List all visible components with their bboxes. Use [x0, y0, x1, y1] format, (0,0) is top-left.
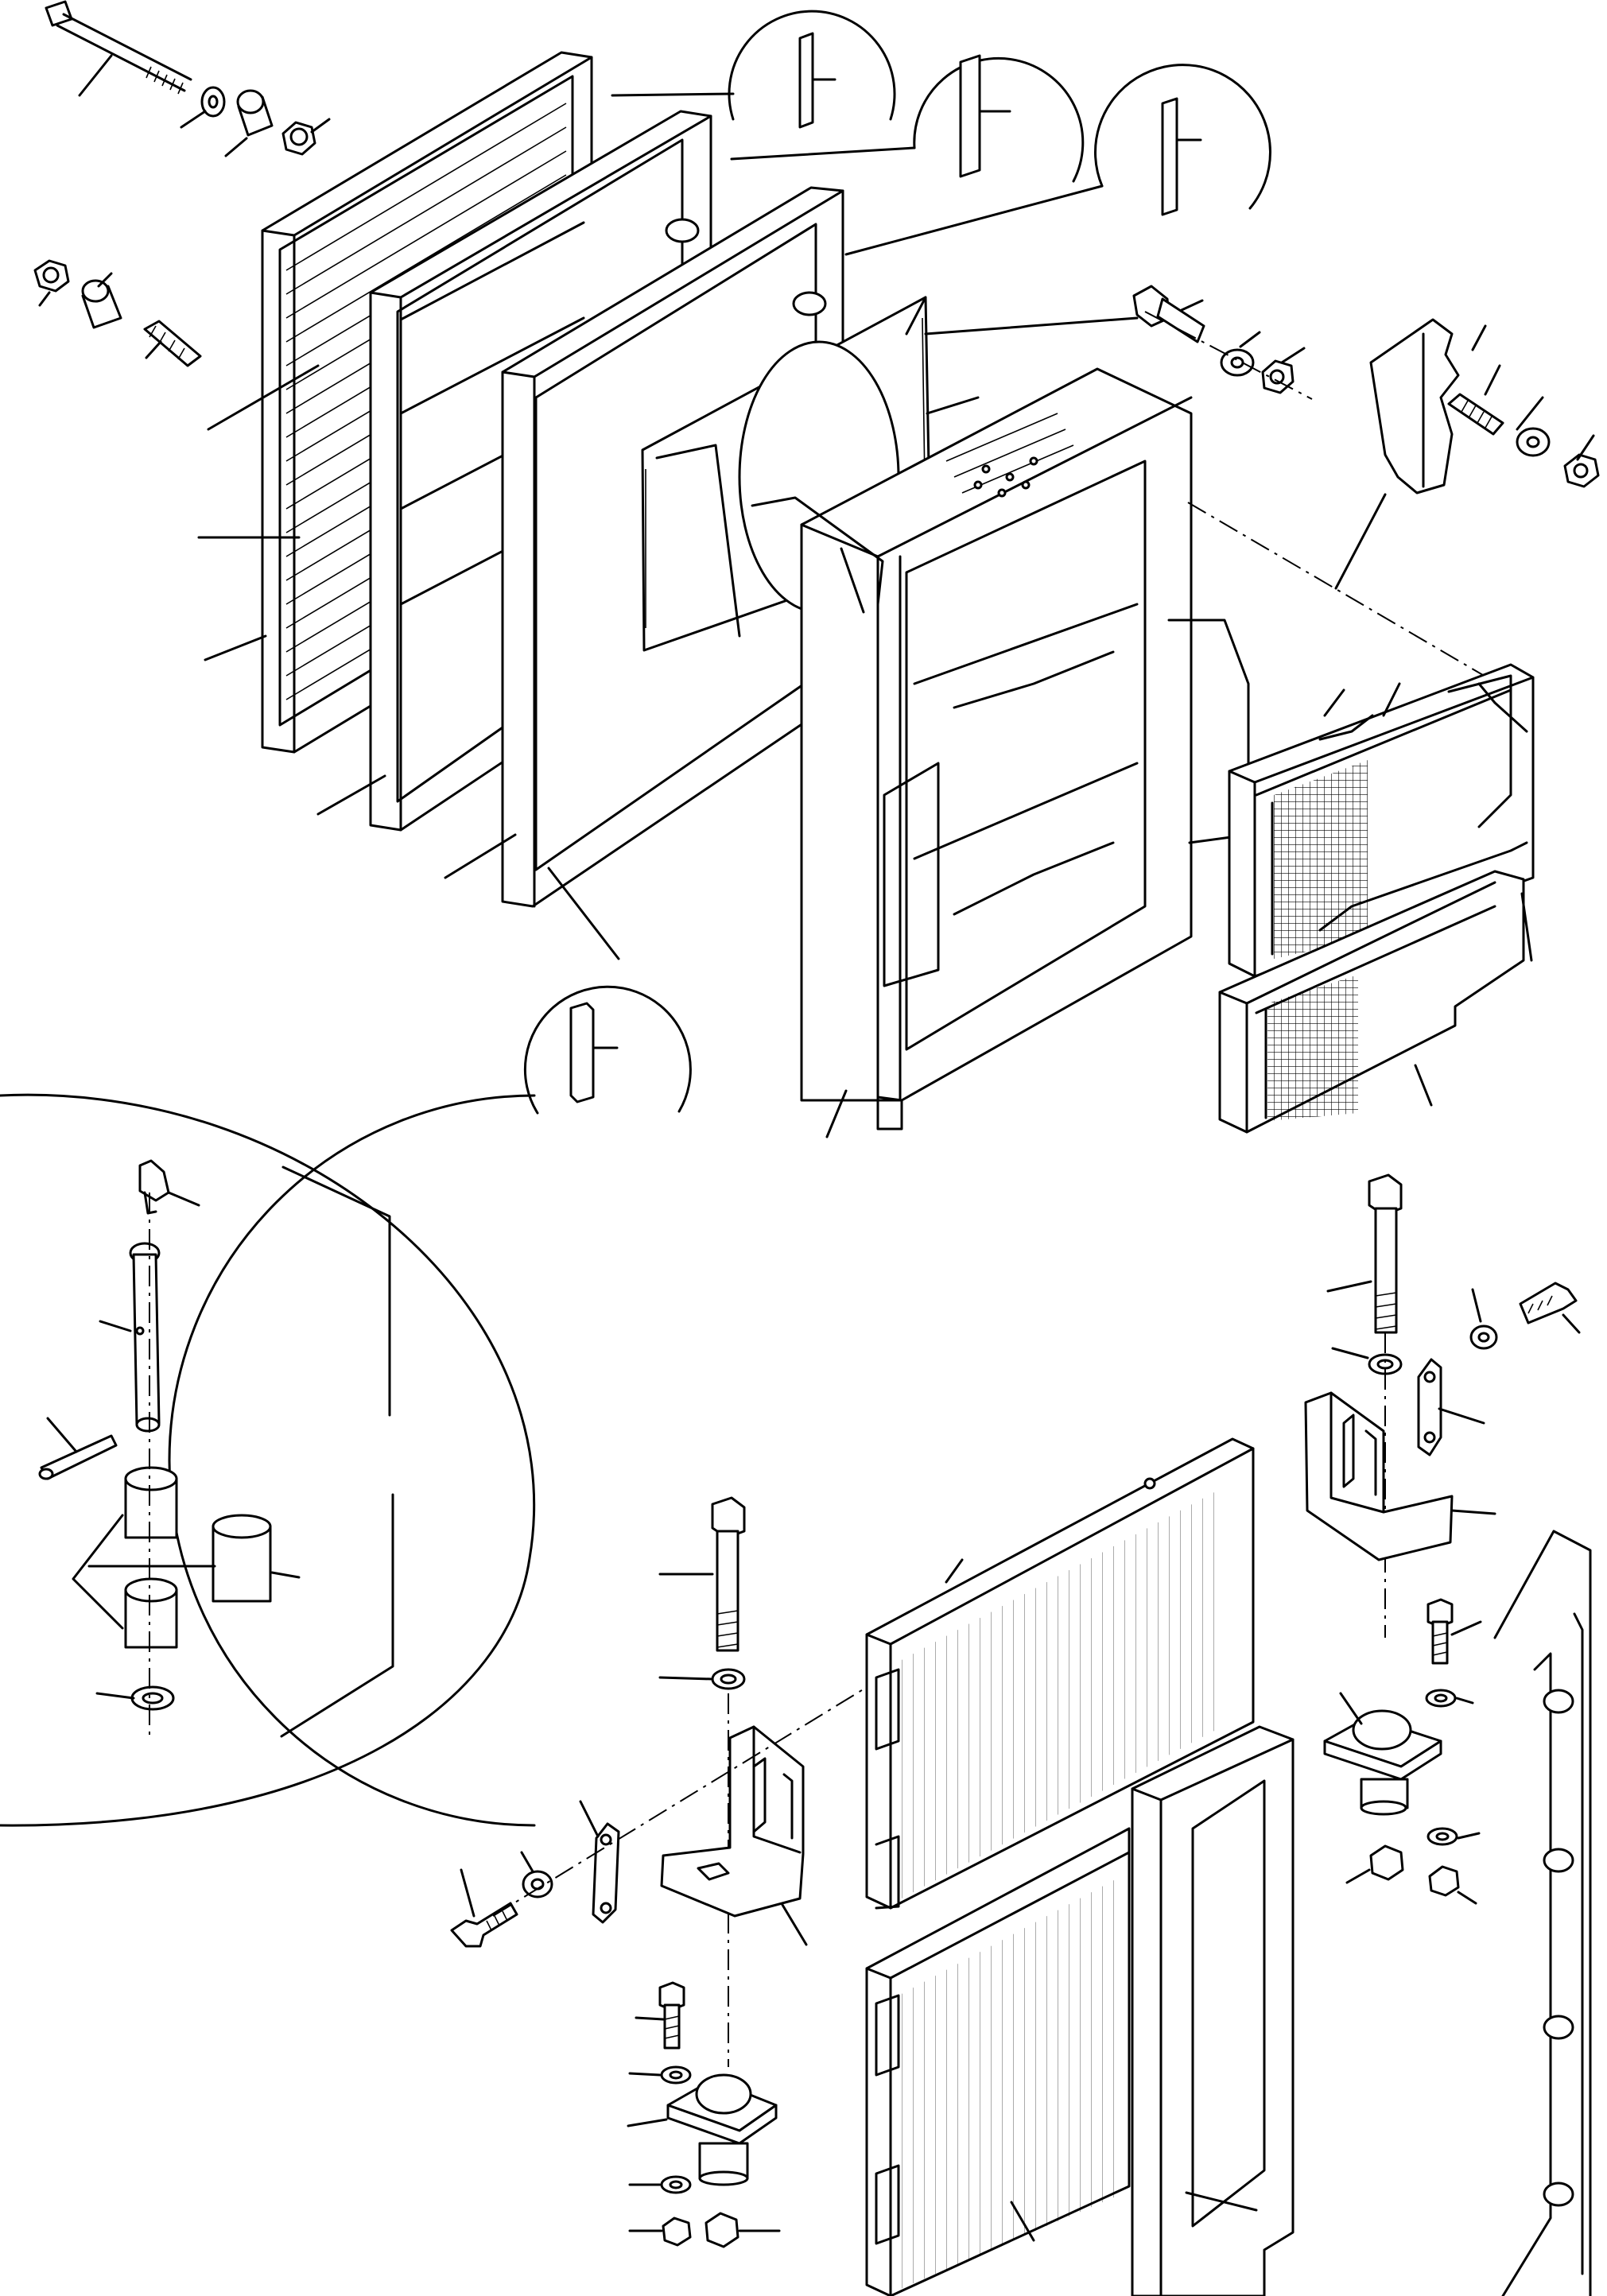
side-panel-clips	[1543, 1689, 1574, 2207]
leader-line	[78, 54, 113, 97]
side-bolt-right	[1469, 1282, 1581, 1350]
vibration-mount-left	[627, 2073, 778, 2186]
angle-bracket-left	[660, 1725, 808, 1946]
edge-detail-3	[844, 64, 1271, 256]
hinge-pin	[129, 1242, 161, 1433]
hex-nut-upper	[1261, 359, 1295, 394]
bushing-bottom	[124, 1577, 178, 1649]
threaded-stud-right	[1447, 393, 1504, 436]
vibration-mount-right	[1323, 1692, 1442, 1816]
radiator-core-upper	[865, 1437, 1255, 1910]
hex-bolt-upper	[1132, 285, 1313, 400]
spacer-sleeve-left	[81, 279, 122, 329]
side-panel-frame	[1493, 1530, 1592, 2296]
link-plate-right	[1417, 1358, 1485, 1456]
small-bolt-left	[628, 1981, 781, 2248]
spacer-sleeve	[236, 89, 274, 137]
edge-detail-2	[730, 54, 1085, 183]
short-stud-group	[33, 259, 202, 367]
hex-nut	[281, 121, 316, 156]
hex-nut-right	[1563, 453, 1600, 488]
hex-nut-left	[33, 259, 70, 293]
outer-housing-frame	[1131, 1725, 1295, 2296]
grease-fitting	[138, 1159, 170, 1215]
lower-screen-filter	[1218, 870, 1533, 1134]
vertical-bolt-right	[1326, 1173, 1403, 1638]
threaded-stud	[143, 320, 202, 367]
edge-detail-4	[523, 867, 692, 1115]
cotter-pin	[38, 1434, 118, 1480]
long-bolt	[45, 0, 192, 95]
bushing-long	[212, 1514, 272, 1603]
angle-bracket-right	[1304, 1391, 1496, 1561]
mounting-wall-detail	[1187, 318, 1600, 678]
long-bolt-group	[45, 0, 331, 157]
side-bolt-left	[450, 1677, 883, 1948]
edge-detail-1	[611, 10, 896, 129]
hinge-pin-detail	[0, 1093, 536, 1827]
small-bolt-right	[1345, 1598, 1482, 1905]
radiator-core-lower	[865, 1827, 1131, 2296]
link-plate-left	[579, 1800, 620, 1924]
bushing-top	[124, 1466, 178, 1539]
frame-bolt-holes	[973, 456, 1038, 498]
